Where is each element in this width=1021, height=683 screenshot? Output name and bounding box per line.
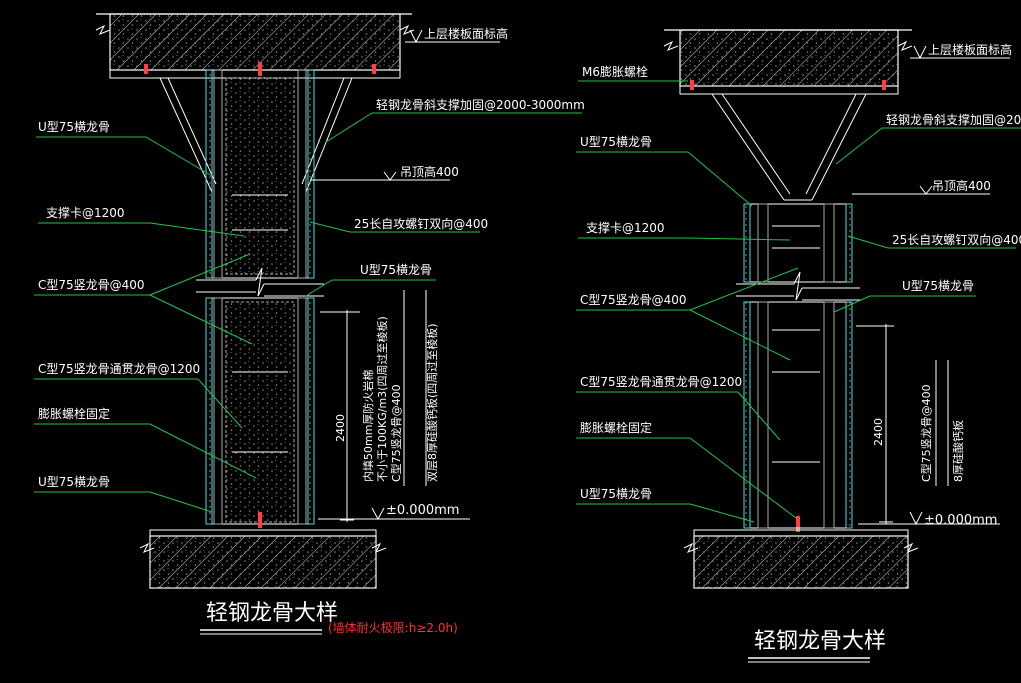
left-callout-3: C型75竖龙骨@400 [38, 278, 145, 292]
right-slab-level-marker [910, 45, 1010, 60]
right-top-slab [663, 29, 913, 95]
right-elevation-marker [858, 511, 1000, 526]
right-anchor-bolts [690, 80, 886, 532]
left-callout-6: U型75横龙骨 [38, 475, 110, 489]
right-vnote-1: C型75竖龙骨@400 [919, 384, 933, 482]
left-detail: 上层楼板面标高 [34, 13, 585, 635]
right-title: 轻钢龙骨大样 [754, 629, 886, 654]
right-diagonal-braces [711, 93, 867, 201]
right-vertical-notes: C型75竖龙骨@400 8厚硅酸钙板 [919, 360, 965, 486]
left-callout-2: 支撑卡@1200 [46, 205, 125, 220]
right-bottom-slab [683, 529, 919, 589]
right-height-dim: 2400 [872, 418, 885, 446]
right-callout-1: U型75横龙骨 [580, 135, 652, 149]
left-slab-level-marker [405, 29, 500, 44]
right-brace-label: 轻钢龙骨斜支撑加固@2000 [886, 112, 1021, 127]
left-vnote-1: 内填50mm厚防火岩棉 [361, 370, 375, 482]
left-top-slab [95, 13, 415, 79]
left-anchor-bolts [144, 62, 376, 528]
right-ceiling-label: 吊顶高400 [932, 178, 991, 193]
left-vertical-notes: 内填50mm厚防火岩棉 不小于100KG/m3(四周过至棱板) C型75竖龙骨@… [361, 290, 439, 486]
left-height-dimension [320, 310, 360, 522]
right-u-stud-right: U型75横龙骨 [902, 279, 974, 293]
left-brace-label: 轻钢龙骨斜支撑加固@2000-3000mm [376, 97, 585, 112]
right-slab-label: 上层楼板面标高 [928, 42, 1012, 57]
right-height-dimension [856, 324, 894, 524]
right-callout-6: U型75横龙骨 [580, 487, 652, 501]
left-vnote-3: C型75竖龙骨@400 [389, 384, 403, 482]
left-elevation-marker [318, 507, 470, 521]
left-screw-label: 25长自攻螺钉双向@400 [354, 216, 488, 231]
right-bolt-label: M6膨胀螺栓 [582, 64, 648, 79]
left-wall-upper [205, 69, 315, 279]
left-elevation-label: ±0.000mm [386, 503, 459, 518]
right-vnote-2: 8厚硅酸钙板 [951, 420, 965, 482]
right-wall-upper [743, 203, 853, 283]
right-callout-3: C型75竖龙骨@400 [580, 293, 687, 307]
left-callouts: U型75横龙骨 支撑卡@1200 C型75竖龙骨@400 C型75竖龙骨通贯龙骨… [34, 120, 257, 513]
right-callout-5: 膨胀螺栓固定 [580, 420, 652, 435]
left-ceiling-label: 吊顶高400 [400, 164, 459, 179]
left-break-line [196, 267, 324, 297]
left-u-stud-right: U型75横龙骨 [360, 263, 432, 277]
right-callouts: U型75横龙骨 支撑卡@1200 C型75竖龙骨@400 C型75竖龙骨通贯龙骨… [576, 135, 799, 523]
right-wall-lower [743, 301, 853, 529]
left-title: 轻钢龙骨大样 [206, 601, 338, 626]
right-break-line [736, 271, 860, 301]
right-callout-4: C型75竖龙骨通贯龙骨@1200 [580, 375, 742, 389]
left-slab-label: 上层楼板面标高 [424, 26, 508, 41]
right-screw-label: 25长自攻螺钉双向@400 [892, 232, 1021, 247]
left-bottom-slab [139, 529, 387, 589]
left-wall-lower [205, 297, 315, 525]
right-callout-2: 支撑卡@1200 [586, 220, 665, 235]
left-vnote-4: 双层8厚硅酸钙板(四周过至棱板) [425, 323, 439, 482]
right-elevation-label: ±0.000mm [924, 513, 997, 528]
left-callout-4: C型75竖龙骨通贯龙骨@1200 [38, 362, 200, 376]
left-fire-note: (墙体耐火极限:h≥2.0h) [328, 621, 458, 635]
left-vnote-2: 不小于100KG/m3(四周过至棱板) [375, 316, 389, 482]
left-height-dim: 2400 [334, 414, 347, 442]
left-callout-1: U型75横龙骨 [38, 120, 110, 134]
left-callout-5: 膨胀螺栓固定 [38, 406, 110, 421]
right-detail: 上层楼板面标高 M6膨胀螺栓 [576, 29, 1021, 663]
